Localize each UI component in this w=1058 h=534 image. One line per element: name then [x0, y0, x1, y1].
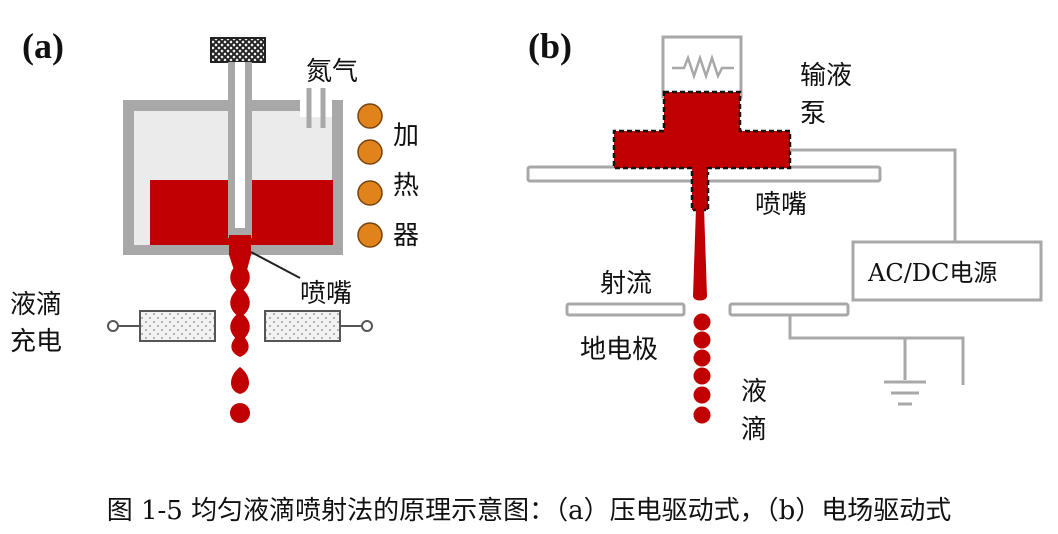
ground-electrode-right [728, 302, 850, 317]
panel-b-label: (b) [528, 26, 572, 66]
droplet [230, 403, 250, 423]
power-supply-box [851, 240, 1043, 302]
panel-a: (a) [10, 26, 419, 423]
droplet-label-2: 滴 [741, 415, 767, 445]
charge-label-2: 充电 [10, 327, 62, 357]
jet-stream-b [693, 208, 707, 301]
nozzle-pointer [250, 251, 301, 279]
droplet-label-1: 液 [741, 377, 767, 407]
droplet [231, 367, 249, 394]
figure-caption: 图 1-5 均匀液滴喷射法的原理示意图：（a）压电驱动式，（b）电场驱动式 [106, 496, 952, 526]
panel-b: (b) [526, 26, 1043, 445]
nitrogen-inlet [300, 88, 332, 128]
nozzle-label-b: 喷嘴 [755, 190, 807, 220]
power-supply-label: AC/DC电源 [867, 259, 997, 287]
piston-knob [210, 37, 266, 63]
jet-label: 射流 [600, 269, 652, 299]
droplet-jetting-diagram: (a) [10, 26, 1043, 445]
wiring [788, 148, 965, 385]
ground-electrode-left [565, 302, 686, 317]
pump-label-1: 输液 [800, 61, 852, 91]
charging-electrodes [107, 310, 373, 342]
heater-label-1: 加 [393, 121, 419, 151]
nitrogen-label: 氮气 [306, 57, 358, 87]
droplet-chain [693, 313, 711, 424]
heater-coils [357, 103, 383, 248]
charge-label-1: 液滴 [10, 290, 62, 320]
pump-head [661, 35, 743, 99]
pump-body [612, 90, 792, 212]
heater-label-3: 器 [393, 221, 419, 251]
ground-symbol [884, 380, 926, 406]
pump-label-2: 泵 [800, 99, 826, 129]
panel-a-label: (a) [22, 26, 64, 66]
nozzle-label-a: 喷嘴 [300, 279, 352, 309]
ground-electrode-label: 地电极 [580, 335, 658, 365]
heater-label-2: 热 [393, 171, 419, 201]
jet-stream-a [229, 235, 251, 423]
